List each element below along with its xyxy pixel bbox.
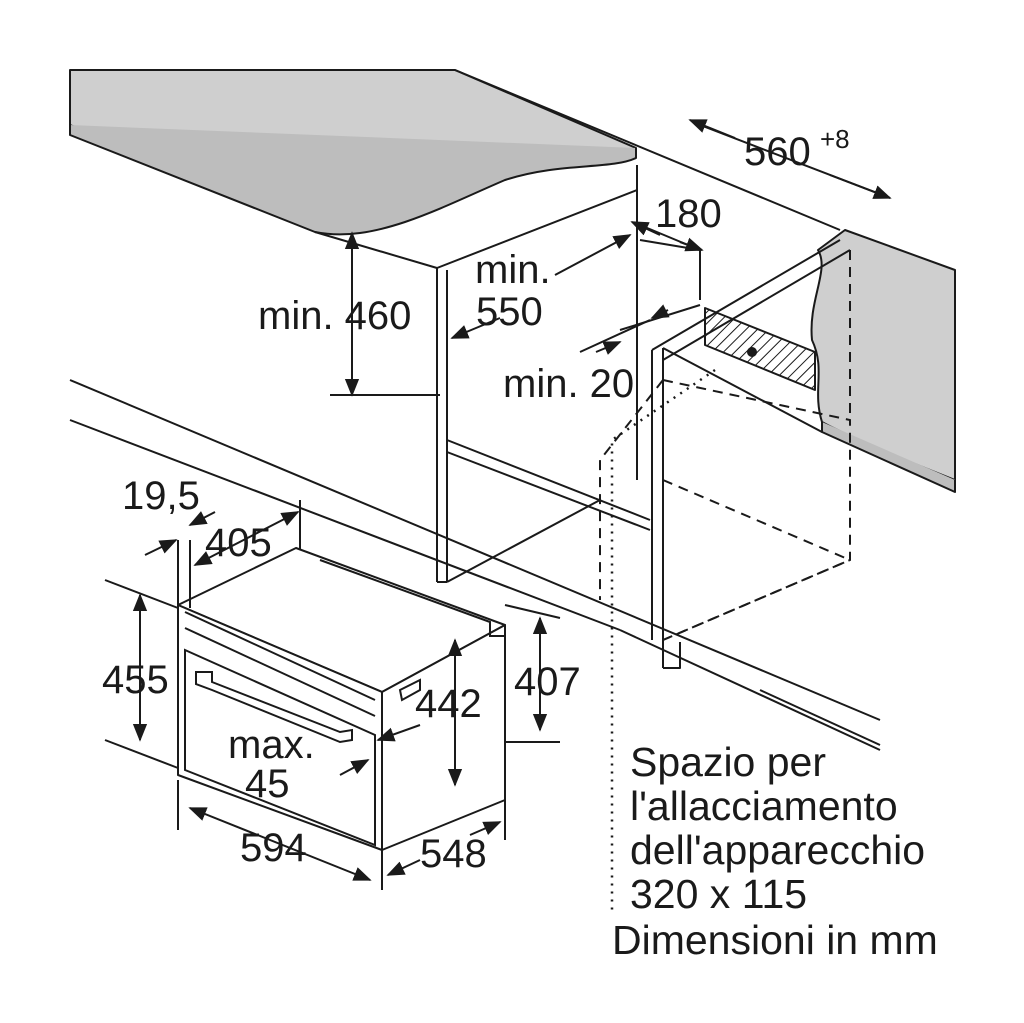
right-countertop (810, 229, 956, 481)
dim-min-550-line2: 550 (476, 290, 543, 334)
note-line-4: 320 x 115 (630, 871, 808, 917)
dim-594-label: 594 (240, 826, 307, 870)
note-line-3: dell'apparecchio (630, 827, 926, 873)
dim-max-45-line2: 45 (245, 762, 290, 806)
dim-min-460-label: min. 460 (258, 294, 412, 338)
dim-407-label: 407 (514, 660, 581, 704)
dim-560-tolerance: +8 (820, 124, 850, 154)
note-line-5: Dimensioni in mm (612, 917, 938, 963)
dim-455-label: 455 (102, 658, 169, 702)
dim-442-label: 442 (415, 682, 482, 726)
note-line-1: Spazio per (630, 739, 827, 785)
oven-unit (177, 547, 506, 851)
dim-min-20-label: min. 20 (503, 362, 635, 406)
connection-area (704, 307, 816, 391)
dim-548-label: 548 (420, 832, 487, 876)
dim-min-550-line1: min. (475, 248, 551, 292)
dim-560-label: 560 (744, 130, 811, 174)
note-line-2: l'allacciamento (630, 783, 898, 829)
dim-180-label: 180 (655, 192, 722, 236)
dim-405-label: 405 (205, 521, 272, 565)
dim-19-5-label: 19,5 (122, 474, 200, 518)
dim-max-45-line1: max. (228, 723, 315, 767)
